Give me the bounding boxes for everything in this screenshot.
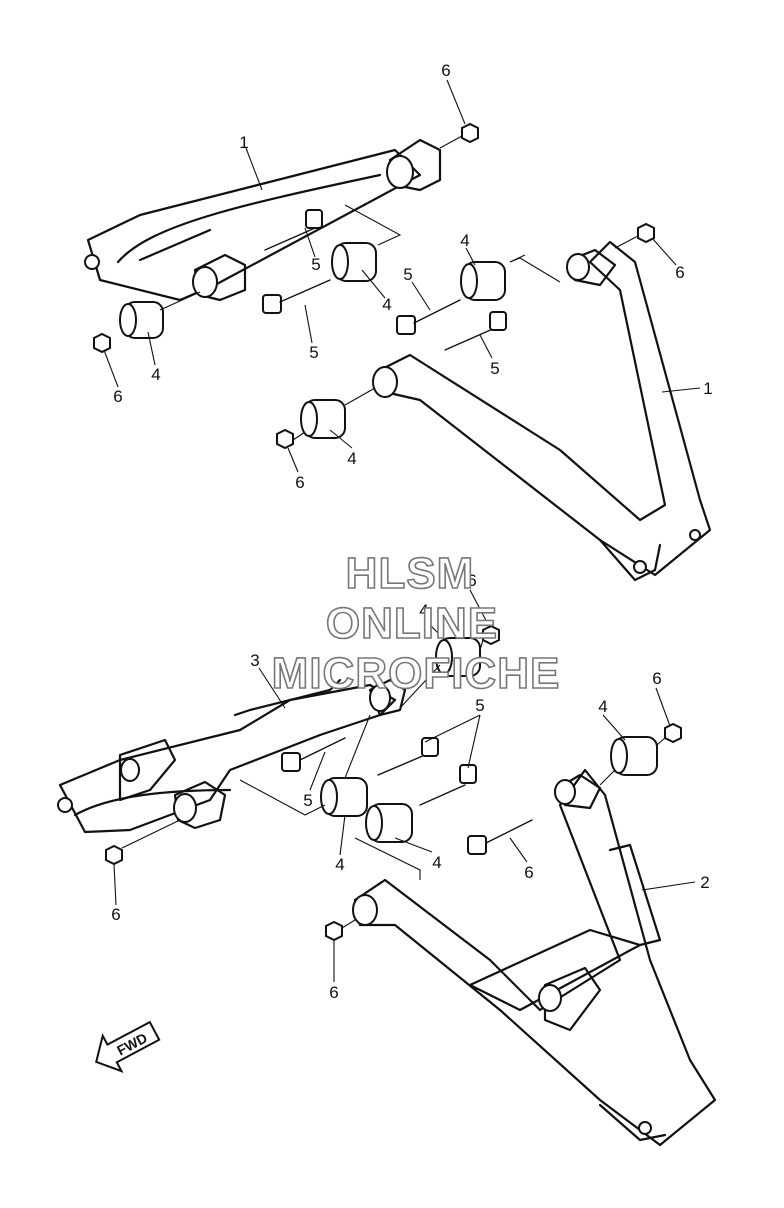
bushing: [320, 777, 368, 817]
upper-arm-left: [84, 138, 442, 302]
callout-label: 4: [382, 295, 391, 314]
callout-label: 5: [475, 696, 484, 715]
fwd-arrow: FWD: [95, 1020, 161, 1073]
bushing: [300, 399, 346, 439]
nut: [325, 920, 343, 942]
callout-label: 6: [441, 61, 450, 80]
watermark-line-3: MICROFICHE: [272, 649, 561, 698]
callout-label: 6: [111, 905, 120, 924]
bushing: [331, 242, 377, 282]
callout-label: 4: [432, 853, 441, 872]
arrow-icon: [95, 1020, 161, 1073]
bolt: [281, 737, 346, 772]
watermark: HLSM ONLINE MICROFICHE: [271, 548, 561, 699]
callout-label: 4: [419, 601, 428, 620]
bushing: [119, 301, 164, 339]
callout-label: 5: [311, 255, 320, 274]
nut: [105, 844, 123, 866]
callout-label: 4: [598, 697, 607, 716]
callout-label: 6: [295, 473, 304, 492]
callout-label: 4: [347, 449, 356, 468]
callout-label: 1: [239, 133, 248, 152]
bolt: [262, 279, 331, 314]
callout-label: 1: [703, 379, 712, 398]
callout-label: 4: [151, 365, 160, 384]
callout-label: 6: [524, 863, 533, 882]
bolt: [396, 299, 461, 335]
watermark-line-1: HLSM: [346, 549, 475, 598]
bushing: [365, 803, 413, 843]
callout-label: 6: [329, 983, 338, 1002]
nut: [637, 222, 655, 244]
bolt: [467, 819, 533, 855]
bolt: [377, 737, 439, 776]
bolt: [444, 311, 507, 351]
upper-arm-right: [372, 240, 712, 582]
callout-label: 5: [303, 791, 312, 810]
callout-leaders: [103, 79, 701, 982]
nut: [93, 332, 111, 354]
callout-label: 4: [335, 855, 344, 874]
callout-label: 5: [490, 359, 499, 378]
nut: [461, 122, 479, 144]
bolt: [419, 764, 477, 806]
bushing: [460, 261, 506, 301]
callout-labels: 1 1 2 3 4 4 4 4 4 4 4 4 5 5 5 5 5 5 6 6 …: [111, 61, 712, 1002]
callout-label: 6: [675, 263, 684, 282]
callout-label: 6: [652, 669, 661, 688]
callout-label: 4: [460, 231, 469, 250]
nut: [276, 428, 294, 450]
bolt-group: [262, 209, 533, 855]
watermark-line-2: ONLINE: [326, 599, 498, 648]
lower-arm-right: [352, 768, 717, 1147]
callout-label: 5: [403, 265, 412, 284]
assembly-lines: [121, 135, 666, 929]
bushing: [610, 736, 658, 776]
lower-arm-left: [57, 678, 407, 834]
callout-label: 5: [309, 343, 318, 362]
bushing-group: [119, 242, 658, 843]
nut: [664, 722, 682, 744]
callout-label: 6: [113, 387, 122, 406]
callout-label: 6: [467, 571, 476, 590]
callout-label: 2: [700, 873, 709, 892]
callout-label: 3: [250, 651, 259, 670]
